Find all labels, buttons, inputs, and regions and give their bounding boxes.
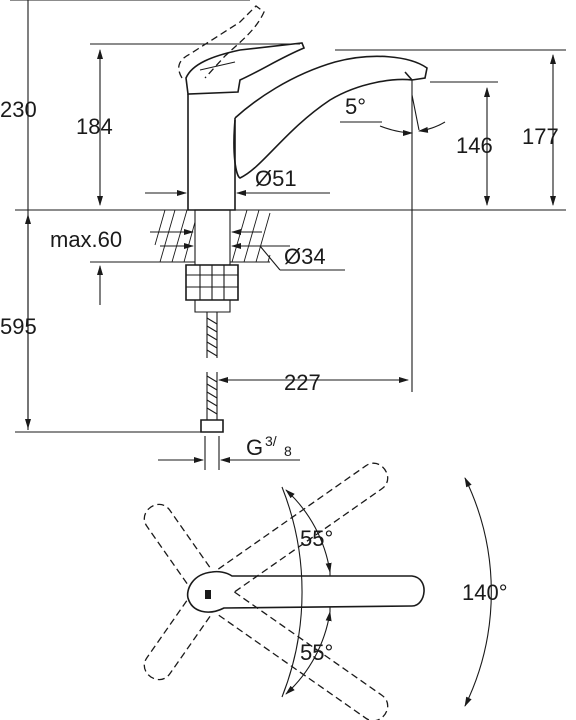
top-view: 55° 55° 140°: [143, 462, 508, 720]
angle-lower-label: 55°: [300, 640, 333, 665]
deck-hatching-left: [154, 209, 196, 263]
side-view: 230 184 177 146 5° Ø51 max.60 Ø34 595 22…: [0, 0, 566, 470]
angle-5-label: 5°: [345, 94, 366, 119]
dim-d51-label: Ø51: [255, 166, 297, 191]
lever-raised-dashed: [178, 5, 265, 79]
dim-146-label: 146: [456, 133, 493, 158]
angle-total-label: 140°: [462, 580, 508, 605]
lever-handle: [185, 42, 306, 95]
dim-184-label: 184: [76, 114, 113, 139]
lever-top-lower-dashed: [217, 591, 389, 720]
lever-top-lower-left-dashed: [143, 599, 211, 681]
thread-denom-label: 8: [284, 443, 292, 459]
lever-top-upper-left-dashed: [143, 503, 211, 585]
deck-hatching-right: [230, 209, 271, 263]
thread-g-label: G: [246, 435, 263, 460]
braided-hose: [200, 312, 224, 433]
faucet-body: [187, 94, 236, 211]
angle-upper-label: 55°: [300, 526, 333, 551]
thread-frac-label: 3/: [265, 433, 277, 449]
shank: [194, 209, 231, 266]
dim-max60-label: max.60: [50, 227, 122, 252]
dim-595-label: 595: [0, 314, 37, 339]
dim-227-label: 227: [284, 370, 321, 395]
dim-230-label: 230: [0, 97, 37, 122]
lever-top-center: [186, 570, 425, 613]
lever-top-upper-dashed: [217, 462, 389, 593]
dim-d34-label: Ø34: [284, 244, 326, 269]
spout: [233, 55, 428, 179]
dim-177-label: 177: [522, 124, 559, 149]
mounting-nut: [185, 264, 239, 301]
